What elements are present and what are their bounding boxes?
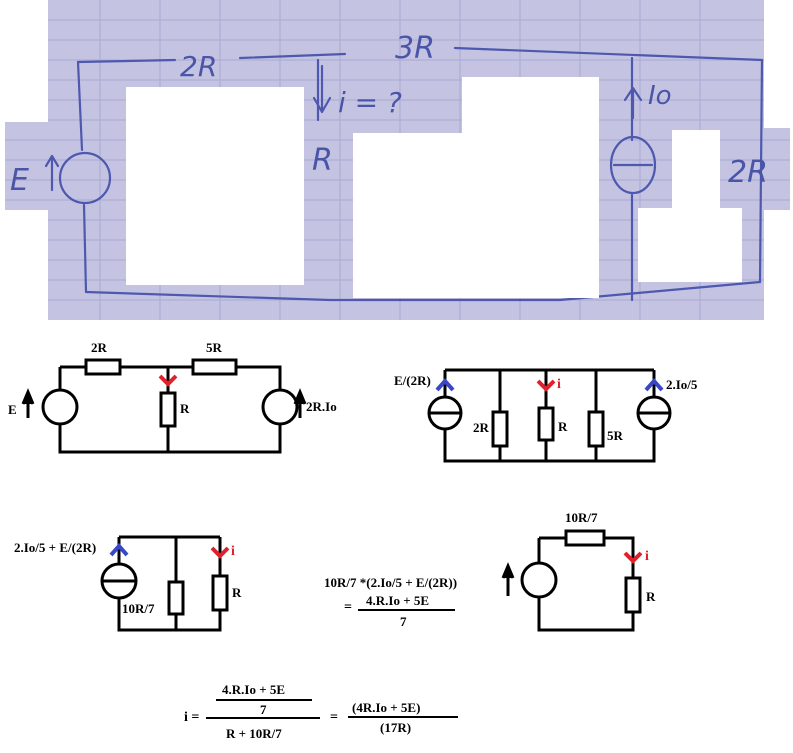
circuit-3: 2.Io/5 + E/(2R) 10R/7 i R — [14, 535, 242, 632]
c4-resistor-top — [564, 529, 606, 547]
c2-label-R: R — [558, 419, 568, 434]
c3-label-src: 2.Io/5 + E/(2R) — [14, 540, 96, 555]
c1-resistor-R — [159, 391, 177, 428]
pen-wire-left — [76, 60, 88, 294]
c3-arrow-src — [109, 542, 129, 557]
paper-right-flap — [760, 128, 790, 210]
c2-label-i: i — [557, 377, 561, 392]
c1-arrow-E — [21, 388, 35, 418]
c2-arrow-i — [536, 379, 556, 392]
photo-label-2R-right: 2R — [728, 155, 768, 190]
calc1-line1: 10R/7 *(2.Io/5 + E/(2R)) — [324, 575, 457, 590]
c4-label-i: i — [645, 549, 649, 564]
photo-label-R: R — [312, 143, 333, 178]
circuit-2: E/(2R) 2.Io/5 2R i R 5R — [394, 368, 698, 463]
c2-arrow-left-src — [435, 377, 455, 392]
c1-label-5R: 5R — [206, 340, 223, 355]
circuit-4: 10R/7 i R — [501, 510, 656, 632]
photo-label-i-unknown: i = ? — [338, 86, 402, 119]
c1-label-E: E — [8, 402, 17, 417]
photo-label-3R: 3R — [395, 31, 435, 66]
c4-current-source — [520, 561, 558, 599]
c1-label-src: 2R.Io — [306, 399, 337, 414]
c2-label-2R: 2R — [473, 420, 490, 435]
c4-label-R: R — [646, 589, 656, 604]
final-num2: 7 — [260, 702, 267, 717]
final-den: R + 10R/7 — [226, 726, 282, 741]
mask-2 — [353, 133, 599, 298]
c1-label-R: R — [180, 401, 190, 416]
photo-label-2R-top: 2R — [180, 50, 217, 83]
c2-label-src-right: 2.Io/5 — [666, 377, 698, 392]
pen-arrow-E — [44, 154, 60, 192]
pen-wire-right — [758, 58, 764, 284]
c2-current-source-right — [636, 395, 672, 431]
c4-resistor-R — [624, 576, 642, 614]
pen-wire-bottom — [84, 280, 762, 302]
c1-resistor-2R — [84, 358, 122, 376]
c4-label-top: 10R/7 — [565, 510, 598, 525]
c3-resistor-R — [211, 574, 229, 612]
c1-voltage-source — [41, 388, 79, 426]
c1-arrow-i — [158, 374, 178, 387]
c2-resistor-5R — [587, 410, 605, 448]
c2-label-src-left: E/(2R) — [394, 373, 431, 388]
c3-arrow-i — [210, 546, 230, 559]
c3-current-source — [100, 562, 138, 600]
mask-3 — [462, 77, 599, 137]
final-eq: = — [330, 710, 338, 725]
pen-voltage-source — [58, 151, 112, 205]
c1-label-2R: 2R — [91, 340, 108, 355]
calc1-eq: = — [344, 600, 352, 615]
c2-label-5R: 5R — [607, 428, 624, 443]
final-den-r: (17R) — [380, 720, 411, 735]
c4-wires — [537, 536, 635, 632]
pen-arrow-io — [623, 86, 643, 120]
c1-wires — [58, 365, 282, 454]
mask-4 — [638, 208, 742, 282]
c2-resistor-2R — [491, 410, 509, 448]
mask-5 — [672, 130, 720, 214]
c1-current-source — [261, 388, 299, 426]
mask-1 — [126, 87, 304, 285]
c4-arrow-src — [501, 562, 515, 596]
c3-label-i: i — [231, 544, 235, 559]
c2-current-source-left — [427, 395, 463, 431]
photo-label-io: Io — [648, 81, 672, 111]
c3-resistor-eq — [167, 580, 185, 616]
photo-label-E: E — [10, 163, 29, 198]
c4-arrow-i — [623, 551, 643, 564]
c3-label-R: R — [232, 585, 242, 600]
pen-arrow-i — [312, 64, 332, 114]
c2-resistor-R — [537, 406, 555, 442]
circuit-1: E 2R 5R R 2R.Io — [8, 340, 337, 454]
c3-label-eq: 10R/7 — [122, 601, 155, 616]
calc1-num: 4.R.Io + 5E — [366, 593, 429, 608]
calc1-den: 7 — [400, 614, 407, 629]
pen-current-source — [609, 135, 657, 195]
final-lhs: i = — [184, 710, 199, 725]
c1-resistor-5R — [191, 358, 238, 376]
c2-arrow-right-src — [644, 377, 664, 392]
c1-arrow-src — [293, 388, 307, 418]
pen-wire-top — [76, 46, 764, 64]
final-num1: 4.R.Io + 5E — [222, 682, 285, 697]
final-formula: i = 4.R.Io + 5E 7 R + 10R/7 = (4R.Io + 5… — [184, 682, 458, 741]
final-num-r: (4R.Io + 5E) — [352, 700, 420, 715]
handwritten-circuit-photo: E 2R 3R i = ? R Io 2R — [5, 0, 790, 320]
calculation-1: 10R/7 *(2.Io/5 + E/(2R)) = 4.R.Io + 5E 7 — [324, 575, 457, 629]
